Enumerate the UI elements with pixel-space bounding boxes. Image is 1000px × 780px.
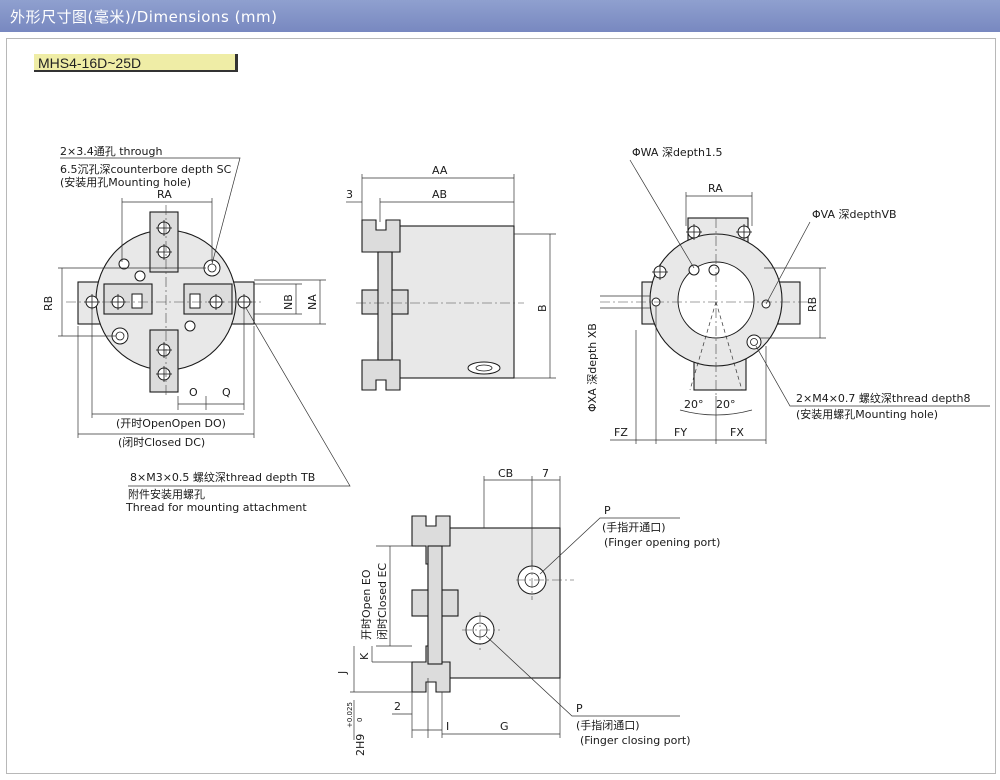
model-label: MHS4-16D~25D bbox=[34, 54, 238, 72]
left-jaw bbox=[103, 283, 153, 315]
dim-FZ: FZ bbox=[614, 426, 628, 439]
dim-FY: FY bbox=[674, 426, 687, 439]
rear-mount-thread bbox=[746, 334, 762, 350]
dim-AA: AA bbox=[432, 164, 448, 177]
dim-open-EO: 开时Open EO bbox=[360, 569, 373, 640]
bottom-jaw-ports bbox=[411, 645, 451, 693]
dim-rear-RA: RA bbox=[708, 182, 723, 195]
dim-O: O bbox=[189, 386, 198, 399]
note-M4-thread: 2×M4×0.7 螺纹深thread depth8 bbox=[796, 391, 970, 405]
view-front-end: 2×3.4通孔 through 6.5沉孔深counterbore depth … bbox=[42, 145, 351, 514]
tol-lower: 0 bbox=[356, 718, 364, 722]
port-open-en: (Finger opening port) bbox=[604, 536, 720, 549]
slot-left bbox=[131, 293, 143, 309]
dim-RA: RA bbox=[157, 188, 172, 201]
note-thread-cn: 附件安装用螺孔 bbox=[128, 487, 205, 501]
dim-NA: NA bbox=[306, 294, 319, 310]
port-close-en: (Finger closing port) bbox=[580, 734, 691, 747]
dim-RB: RB bbox=[42, 296, 55, 311]
bottom-jaw bbox=[149, 329, 179, 393]
jaw-guide-ports bbox=[427, 545, 443, 665]
dim-7: 7 bbox=[542, 467, 549, 480]
note-XA: ΦXA 深depth XB bbox=[586, 323, 599, 412]
note-VA: ΦVA 深depthVB bbox=[812, 208, 897, 221]
dim-I: I bbox=[446, 720, 449, 733]
dim-FX: FX bbox=[730, 426, 744, 439]
note-M4-mounting: (安装用螺孔Mounting hole) bbox=[796, 407, 938, 421]
port-close-label: P bbox=[576, 702, 583, 715]
dim-Q: Q bbox=[222, 386, 231, 399]
dim-open-DO: (开时OpenOpen DO) bbox=[116, 417, 226, 430]
port-open-label: P bbox=[604, 504, 611, 517]
dim-AB: AB bbox=[432, 188, 447, 201]
dim-3: 3 bbox=[346, 188, 353, 201]
top-jaw-ports bbox=[411, 515, 451, 565]
dim-B: B bbox=[536, 304, 549, 312]
dim-2: 2 bbox=[394, 700, 401, 713]
port-close-cn: (手指闭通口) bbox=[576, 718, 640, 732]
view-side: AA AB 3 B bbox=[346, 164, 556, 391]
jaw-guide bbox=[377, 251, 393, 361]
dim-closed-DC: (闭时Closed DC) bbox=[118, 436, 205, 449]
note-counterbore: 6.5沉孔深counterbore depth SC bbox=[60, 163, 232, 176]
angle-right: 20° bbox=[716, 398, 736, 411]
view-rear: ΦWA 深depth1.5 RA ΦVA 深depthVB RB ΦXA 深de… bbox=[586, 146, 990, 444]
note-thread: 8×M3×0.5 螺纹深thread depth TB bbox=[130, 470, 315, 484]
body-side bbox=[391, 225, 515, 379]
angle-left: 20° bbox=[684, 398, 704, 411]
page-title: 外形尺寸图(毫米)/Dimensions (mm) bbox=[10, 8, 278, 26]
dim-G: G bbox=[500, 720, 509, 733]
view-ports: CB 7 P (手指开通口) (Finger opening port) P (… bbox=[336, 467, 720, 756]
tol-upper: +0.025 bbox=[346, 702, 354, 728]
note-WA: ΦWA 深depth1.5 bbox=[632, 146, 722, 159]
note-mounting-hole: (安装用孔Mounting hole) bbox=[60, 175, 191, 189]
dim-J: J bbox=[336, 671, 349, 675]
port-open-cn: (手指开通口) bbox=[602, 520, 666, 534]
dim-2H9: 2H9 bbox=[354, 734, 367, 756]
drawing-frame bbox=[6, 38, 996, 774]
dim-K: K bbox=[358, 652, 371, 660]
dim-closed-EC: 闭时Closed EC bbox=[376, 563, 389, 640]
note-through-holes: 2×3.4通孔 through bbox=[60, 145, 162, 158]
header-bar: 外形尺寸图(毫米)/Dimensions (mm) bbox=[0, 0, 1000, 32]
slot-right bbox=[189, 293, 201, 309]
dim-CB: CB bbox=[498, 467, 513, 480]
mount-hole-upper bbox=[203, 259, 221, 277]
dim-rear-RB: RB bbox=[806, 297, 819, 312]
note-thread-en: Thread for mounting attachment bbox=[125, 501, 307, 514]
port-side bbox=[467, 361, 501, 375]
dim-NB: NB bbox=[282, 294, 295, 310]
